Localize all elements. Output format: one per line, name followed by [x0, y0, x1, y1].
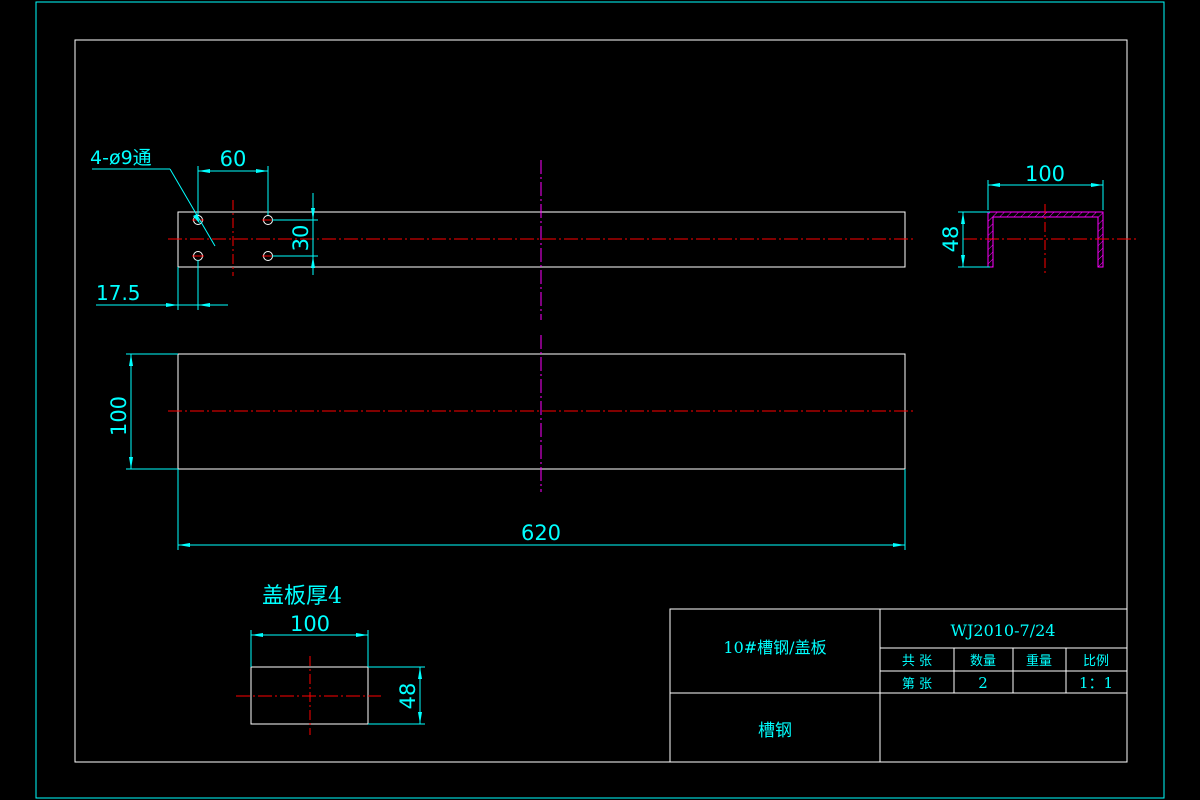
title-header-total-sheets: 共 张	[902, 654, 932, 669]
dim-arrow	[256, 169, 268, 173]
dim-arrow	[1091, 183, 1103, 187]
dim-arrow	[418, 712, 422, 724]
hole-spec-leader	[169, 168, 216, 247]
dim-section-width-label: 100	[1025, 162, 1065, 186]
title-sheet-label: 第 张	[902, 677, 932, 692]
dim-hole-row-spacing-label: 30	[289, 225, 313, 252]
drawing-frame	[74, 39, 1128, 763]
dim-arrow	[356, 633, 368, 637]
dim-arrow	[988, 183, 1000, 187]
dim-arrow	[251, 633, 263, 637]
section-view: 100 48	[939, 162, 1136, 275]
title-quantity-value: 2	[978, 674, 988, 692]
title-header-scale: 比例	[1083, 654, 1109, 669]
title-block-frame	[669, 608, 1128, 763]
cover-thickness-note: 盖板厚4	[262, 584, 342, 609]
dim-arrow	[418, 667, 422, 679]
dim-cover-height-label: 48	[396, 683, 420, 710]
dim-arrow	[129, 354, 133, 366]
dim-hole-spacing-label: 60	[220, 147, 247, 171]
top-view: 4-ø9通 60 30 17.5	[90, 147, 913, 320]
dim-plate-width-label: 100	[107, 396, 131, 436]
dim-arrow	[311, 256, 315, 268]
dim-section-height-label: 48	[939, 226, 963, 253]
title-material: 槽钢	[758, 721, 792, 741]
dim-arrow	[961, 212, 965, 224]
dim-arrow	[178, 543, 190, 547]
cover-plate-view: 盖板厚4 100 48	[236, 584, 425, 735]
dim-overall-length-label: 620	[521, 521, 561, 545]
front-view: 100 620	[107, 335, 913, 550]
title-header-weight: 重量	[1026, 653, 1052, 669]
dim-arrow	[893, 543, 905, 547]
dim-arrow	[129, 457, 133, 469]
title-header-quantity: 数量	[970, 654, 996, 669]
title-scale-value: 1：1	[1079, 674, 1113, 692]
channel-section	[987, 211, 1104, 268]
dim-hole-edge-offset-label: 17.5	[96, 281, 141, 305]
sheet-outer-border	[35, 1, 1165, 799]
dim-arrow	[198, 169, 210, 173]
title-part-name: 10#槽钢/盖板	[723, 638, 826, 657]
hole-spec-label: 4-ø9通	[90, 147, 152, 169]
dim-arrow	[166, 303, 178, 307]
dim-arrow	[311, 208, 315, 220]
title-block: 10#槽钢/盖板 WJ2010-7/24 共 张 数量 重量 比例 第 张 2 …	[669, 608, 1128, 763]
title-drawing-number: WJ2010-7/24	[951, 621, 1056, 640]
hole-spec-leader-arrow	[193, 214, 200, 224]
dim-arrow	[198, 303, 210, 307]
dim-arrow	[961, 255, 965, 267]
dim-cover-width-label: 100	[290, 612, 330, 636]
